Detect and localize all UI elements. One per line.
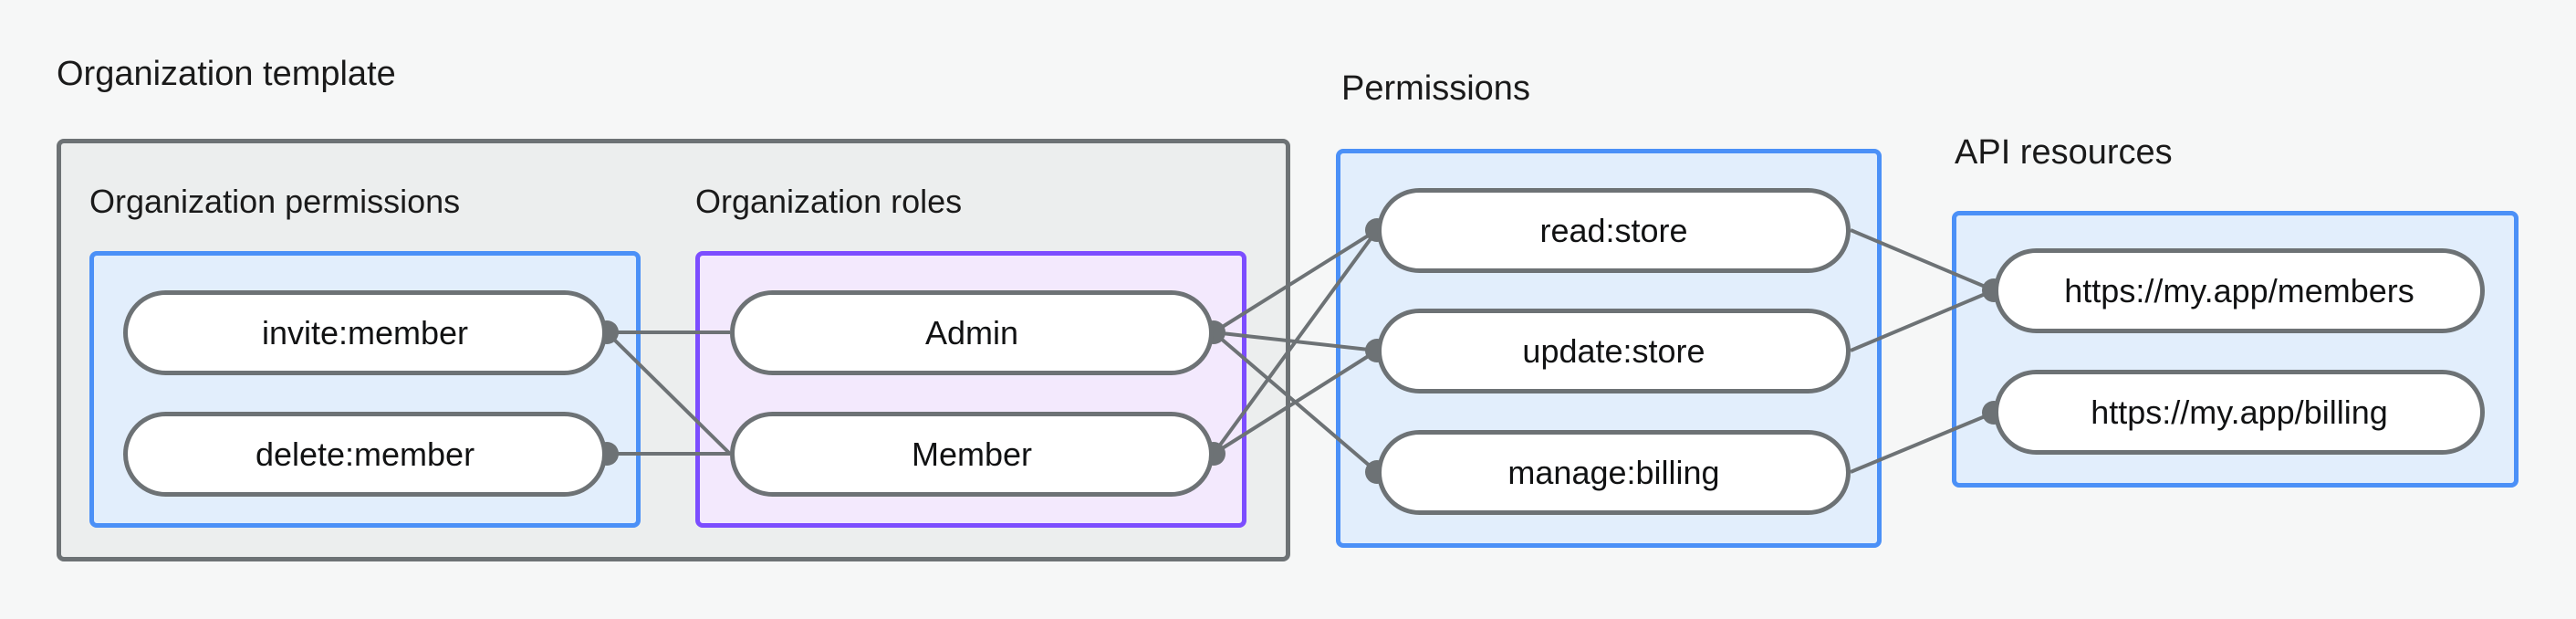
node-manage-billing[interactable]: manage:billing	[1377, 430, 1851, 515]
node-billing-url[interactable]: https://my.app/billing	[1994, 370, 2485, 455]
node-delete-member[interactable]: delete:member	[123, 412, 607, 497]
organization-template-title: Organization template	[57, 55, 396, 93]
organization-permissions-subtitle: Organization permissions	[89, 183, 461, 220]
permissions-title: Permissions	[1341, 69, 1530, 108]
node-update-store[interactable]: update:store	[1377, 309, 1851, 393]
node-read-store[interactable]: read:store	[1377, 188, 1851, 273]
node-member[interactable]: Member	[730, 412, 1214, 497]
node-invite-member[interactable]: invite:member	[123, 290, 607, 375]
node-members-url[interactable]: https://my.app/members	[1994, 248, 2485, 333]
api-resources-title: API resources	[1955, 133, 2173, 172]
node-admin[interactable]: Admin	[730, 290, 1214, 375]
organization-roles-subtitle: Organization roles	[695, 183, 963, 220]
